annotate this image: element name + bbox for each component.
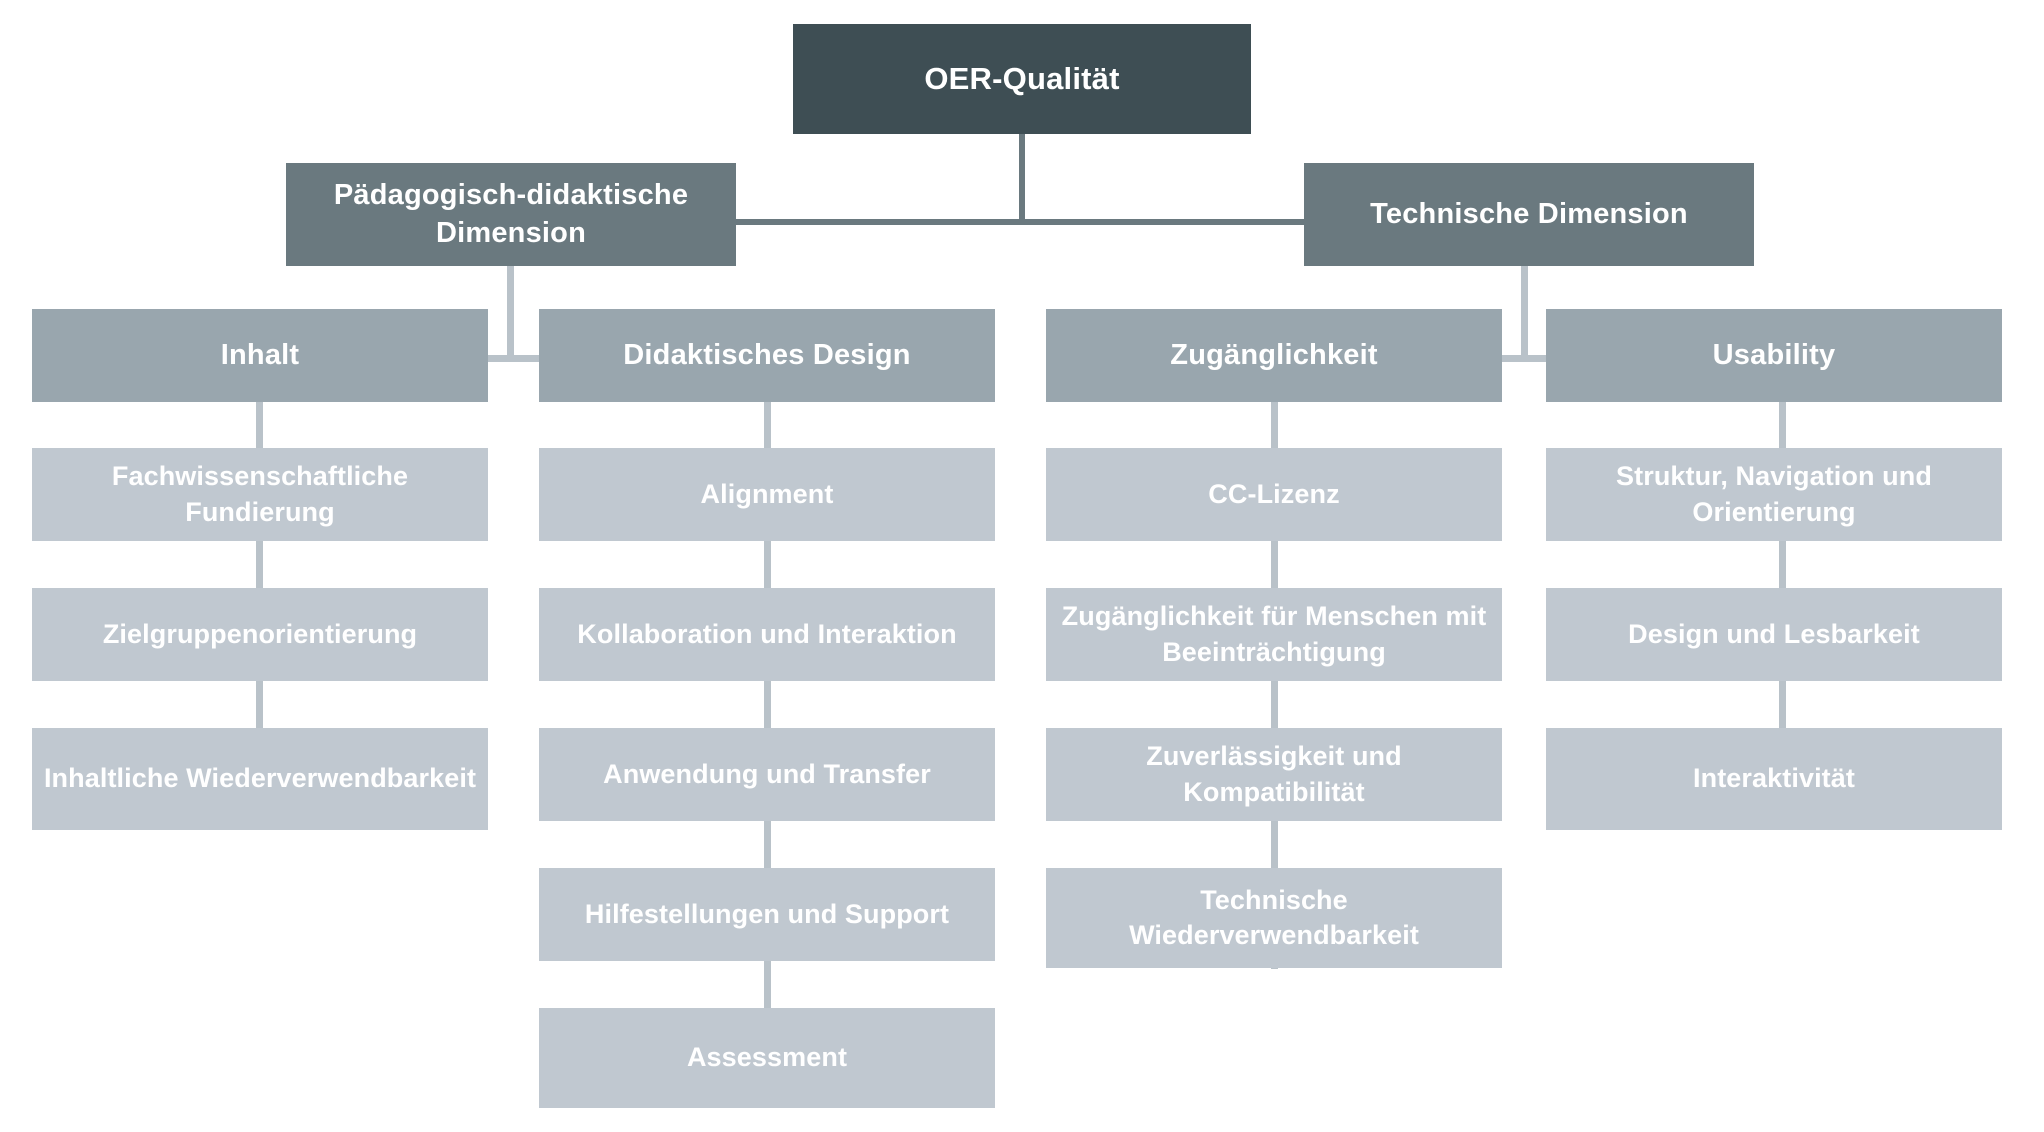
- node-criterion-zielgruppenorientierung[interactable]: Zielgruppenorientierung: [32, 588, 488, 681]
- node-category-inhalt[interactable]: Inhalt: [32, 309, 488, 402]
- node-category-zugaenglichkeit[interactable]: Zugänglichkeit: [1046, 309, 1502, 402]
- node-criterion-struktur-navigation-orientierung[interactable]: Struktur, Navigation und Orientierung: [1546, 448, 2002, 541]
- node-label: Pädagogisch-didaktische Dimension: [333, 178, 689, 249]
- node-label: Anwendung und Transfer: [603, 758, 931, 789]
- node-criterion-technische-wiederverwendbarkeit[interactable]: Technische Wiederverwendbarkeit: [1046, 868, 1502, 968]
- node-label: Fachwissenschaftliche Fundierung: [111, 461, 409, 527]
- node-root-oer-qualitaet[interactable]: OER-Qualität: [793, 24, 1251, 134]
- node-label: Technische Dimension: [1370, 197, 1688, 230]
- node-label: Interaktivität: [1693, 763, 1855, 794]
- node-criterion-zuverlaessigkeit-und-kompatibilitaet[interactable]: Zuverlässigkeit und Kompatibilität: [1046, 728, 1502, 821]
- node-criterion-kollaboration-und-interaktion[interactable]: Kollaboration und Interaktion: [539, 588, 995, 681]
- node-category-didaktisches-design[interactable]: Didaktisches Design: [539, 309, 995, 402]
- node-label: Zielgruppenorientierung: [102, 618, 418, 649]
- connector-pedagogic-bus: [455, 355, 570, 362]
- node-criterion-zugaenglichkeit-beeintraechtigung[interactable]: Zugänglichkeit für Menschen mit Beeinträ…: [1046, 588, 1502, 681]
- node-criterion-cc-lizenz[interactable]: CC-Lizenz: [1046, 448, 1502, 541]
- node-label: Alignment: [700, 478, 834, 509]
- node-label: Didaktisches Design: [623, 338, 911, 371]
- node-criterion-anwendung-und-transfer[interactable]: Anwendung und Transfer: [539, 728, 995, 821]
- node-label: Inhaltliche Wiederverwendbarkeit: [43, 763, 477, 794]
- node-criterion-hilfestellungen-und-support[interactable]: Hilfestellungen und Support: [539, 868, 995, 961]
- connector-column-zugaenglichkeit: [1271, 402, 1278, 969]
- connector-technical-bus: [1470, 355, 1585, 362]
- connector-technical-stem: [1521, 266, 1528, 362]
- node-criterion-interaktivitaet[interactable]: Interaktivität: [1546, 728, 2002, 830]
- node-label: Struktur, Navigation und Orientierung: [1616, 461, 1932, 527]
- connector-root-stem: [1019, 134, 1025, 224]
- node-dimension-paedagogisch-didaktisch[interactable]: Pädagogisch-didaktische Dimension: [286, 163, 736, 266]
- connector-pedagogic-stem: [507, 266, 514, 362]
- node-label: Inhalt: [220, 338, 300, 371]
- node-criterion-design-und-lesbarkeit[interactable]: Design und Lesbarkeit: [1546, 588, 2002, 681]
- node-category-usability[interactable]: Usability: [1546, 309, 2002, 402]
- node-criterion-fachwissenschaftliche-fundierung[interactable]: Fachwissenschaftliche Fundierung: [32, 448, 488, 541]
- node-label: CC-Lizenz: [1208, 478, 1340, 509]
- node-criterion-inhaltliche-wiederverwendbarkeit[interactable]: Inhaltliche Wiederverwendbarkeit: [32, 728, 488, 830]
- node-label: Zuverlässigkeit und Kompatibilität: [1146, 741, 1402, 807]
- node-label: Hilfestellungen und Support: [584, 898, 950, 929]
- node-criterion-assessment[interactable]: Assessment: [539, 1008, 995, 1108]
- node-label: Design und Lesbarkeit: [1628, 618, 1920, 649]
- node-label: Technische Wiederverwendbarkeit: [1129, 884, 1419, 950]
- node-label: Zugänglichkeit für Menschen mit Beeinträ…: [1061, 601, 1487, 667]
- node-label: Zugänglichkeit: [1170, 338, 1378, 371]
- node-label: OER-Qualität: [924, 60, 1120, 96]
- node-criterion-alignment[interactable]: Alignment: [539, 448, 995, 541]
- node-label: Assessment: [686, 1042, 848, 1073]
- node-label: Kollaboration und Interaktion: [577, 618, 957, 649]
- node-dimension-technisch[interactable]: Technische Dimension: [1304, 163, 1754, 266]
- connector-root-bus: [735, 219, 1305, 225]
- node-label: Usability: [1712, 338, 1836, 371]
